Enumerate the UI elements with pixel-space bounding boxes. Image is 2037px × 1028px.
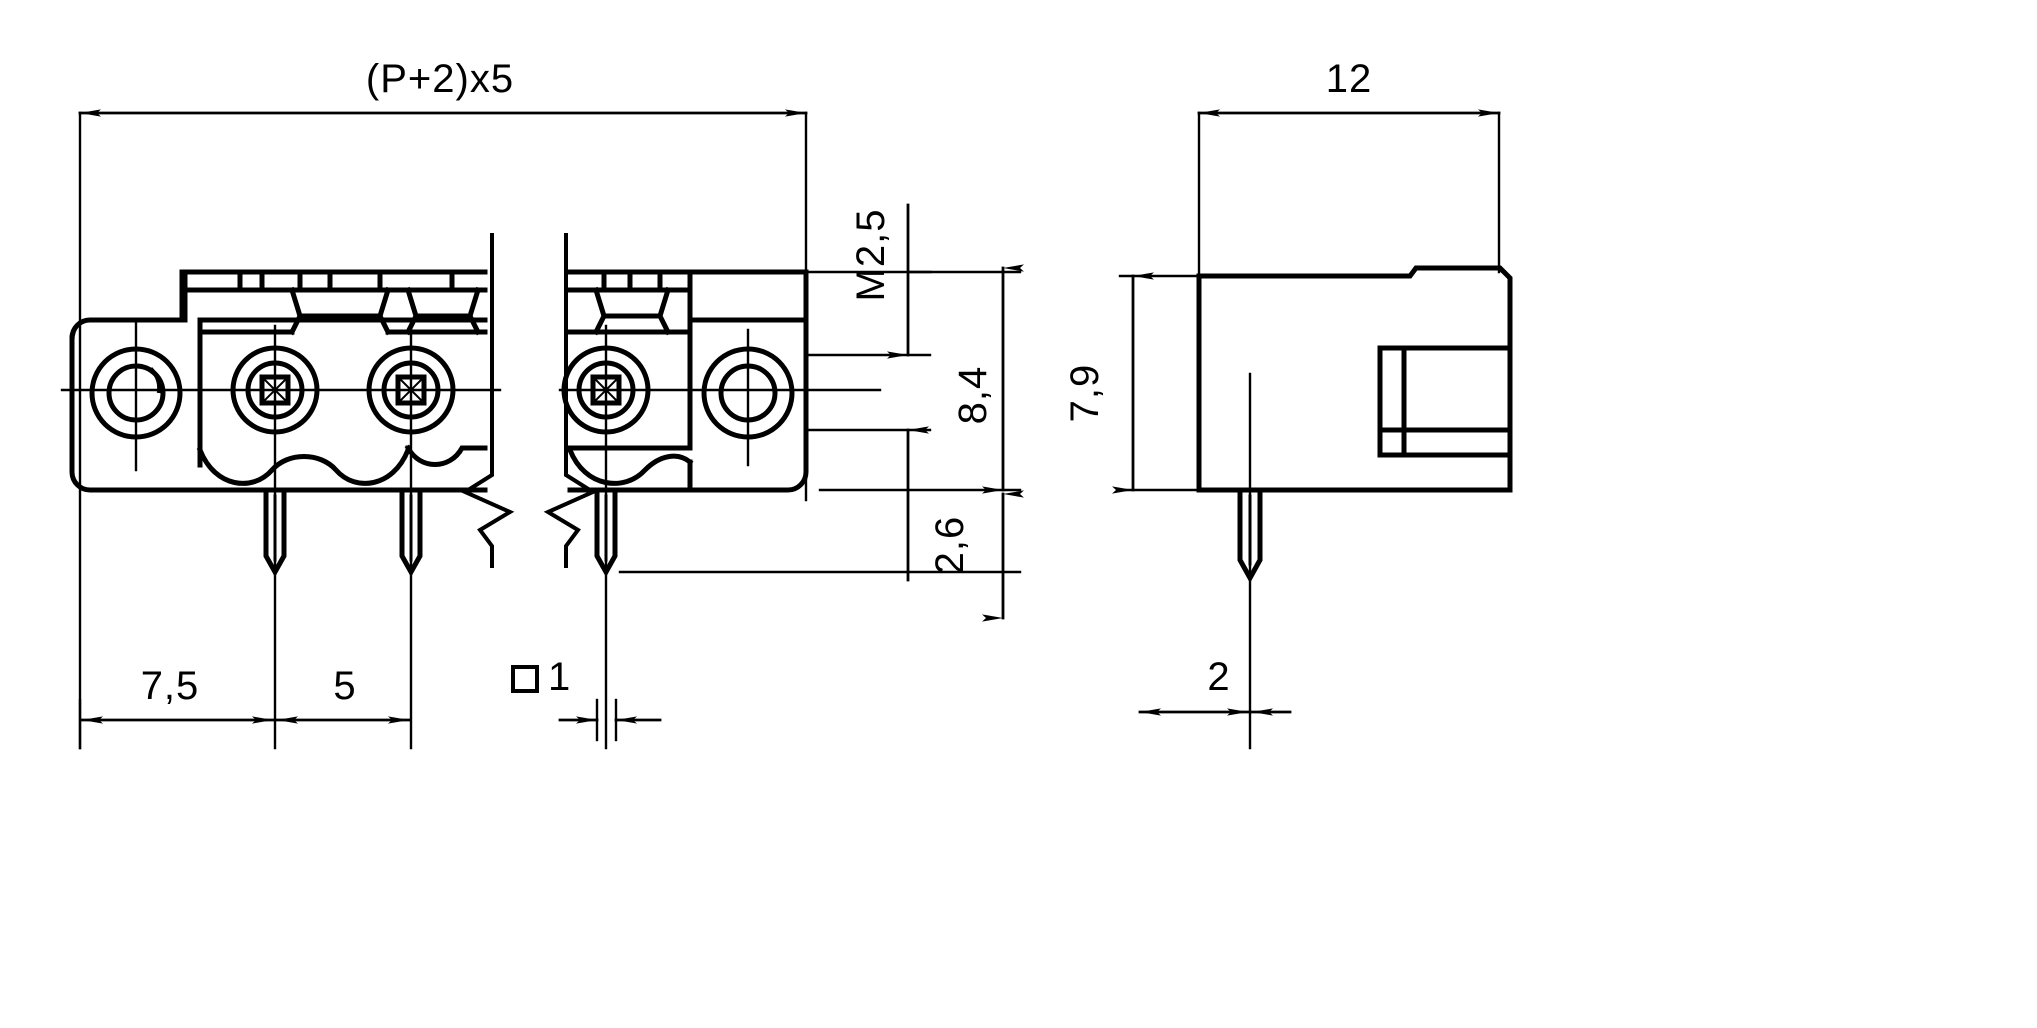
label-side-pin-offset: 2 (1207, 655, 1230, 699)
label-edge-to-first-pin: 7,5 (141, 664, 200, 708)
break-line-right (543, 233, 598, 568)
center-lines-front (60, 318, 882, 750)
front-view-tooth-detail (449, 269, 482, 336)
label-center-height: 8,4 (951, 366, 995, 425)
label-thread-m25: M2,5 (849, 209, 893, 302)
extension-lines-side-width (1197, 111, 1501, 302)
side-view-body (1196, 265, 1513, 493)
square-symbol-icon (511, 665, 539, 693)
break-line-left (460, 233, 515, 568)
label-side-height: 7,9 (1063, 364, 1107, 423)
extension-lines-overall (78, 111, 808, 750)
label-side-width: 12 (1326, 57, 1373, 101)
label-overall-length: (P+2)x5 (366, 57, 514, 101)
front-view-body-right (566, 269, 809, 493)
label-pin-length: 2,6 (928, 516, 972, 575)
label-pin-square: 1 (548, 655, 571, 699)
front-view-body (69, 269, 488, 493)
extension-lines-pin-square (595, 698, 618, 742)
label-pitch: 5 (333, 664, 356, 708)
